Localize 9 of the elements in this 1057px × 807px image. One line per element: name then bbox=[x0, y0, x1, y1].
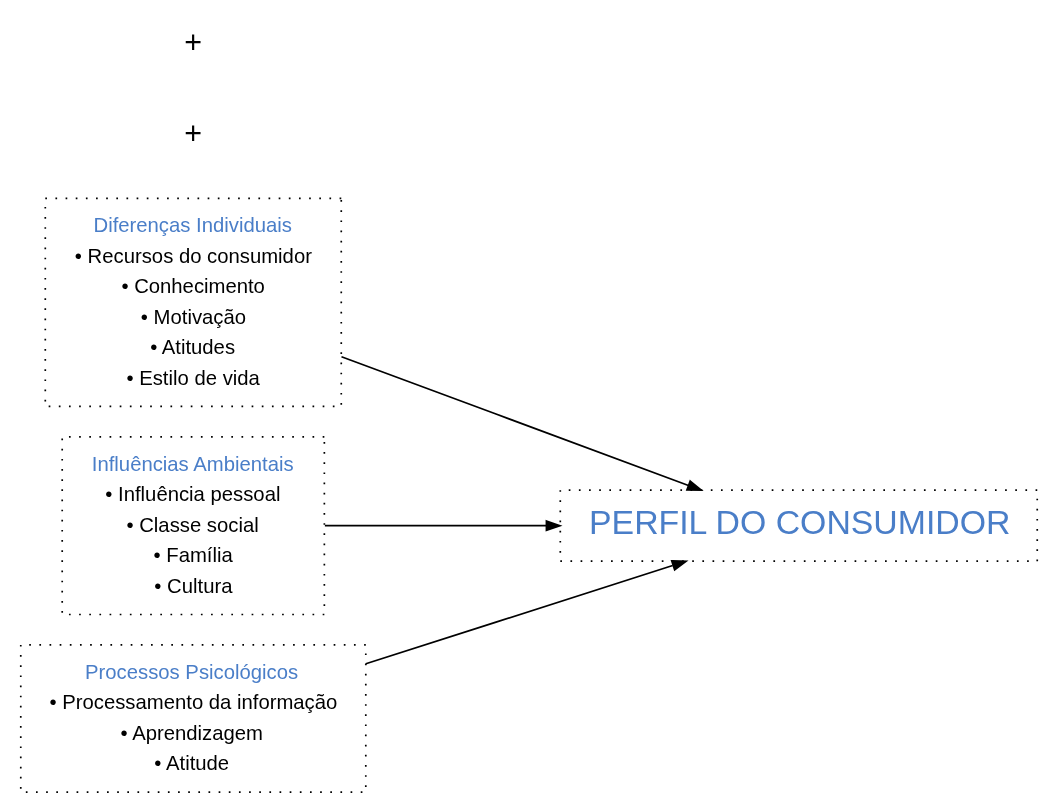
label: + bbox=[183, 24, 202, 59]
node-box: PERFIL DO CONSUMIDOR bbox=[558, 489, 1038, 563]
arrow bbox=[323, 519, 562, 532]
arrow bbox=[340, 355, 704, 492]
label: + bbox=[183, 116, 202, 151]
node-box: Processos Psicológicos • Processamento da informação • Aprendizagem • Atitude bbox=[19, 644, 367, 793]
node-box: Diferenças Individuais • Recursos do consumidor • Conhecimento • Motivação • Atitudes • Estilo de vida bbox=[43, 197, 342, 408]
node-box: Influências Ambientais • Influência pessoal • Classe social • Família • Cultura bbox=[60, 436, 325, 616]
arrow bbox=[364, 560, 689, 665]
